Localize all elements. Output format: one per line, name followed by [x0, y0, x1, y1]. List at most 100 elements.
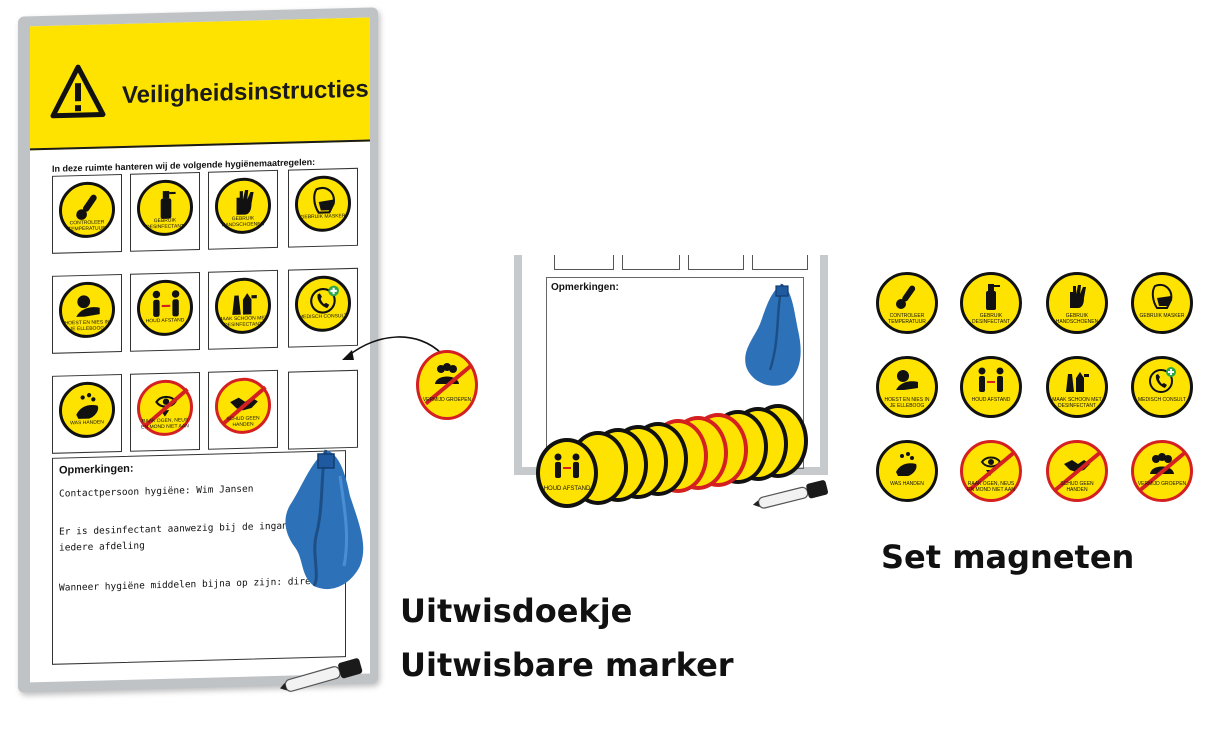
- sign-disc: CONTROLEER TEMPERATUUR: [59, 181, 115, 239]
- marker-icon: [752, 480, 828, 509]
- note-line: Contactpersoon hygiëne: Wim Jansen: [59, 483, 254, 500]
- sign-tile: MEDISCH CONSULT: [288, 267, 358, 348]
- sign-label: GEBRUIK HANDSCHOENEN: [221, 215, 265, 229]
- slot-box: [688, 255, 744, 270]
- sign-disc: RAAK OGEN, NEUS EN MOND NIET AAN: [137, 379, 193, 437]
- medical-phone-icon: [1149, 367, 1176, 393]
- sign-label: MEDISCH CONSULT: [299, 313, 347, 321]
- distance-icon: [978, 367, 1004, 392]
- sign-tile: GEBRUIK DESINFECTANT: [130, 171, 200, 252]
- spray-bottle-icon: [986, 284, 1000, 310]
- caption-set-magneten: Set magneten: [881, 538, 1135, 576]
- sign-disc: MEDISCH CONSULT: [295, 274, 351, 333]
- loose-magnet-vermijd-groepen: VERMIJD GROEPEN: [416, 350, 478, 420]
- board-title: Veiligheidsinstructies: [122, 75, 369, 109]
- sign-tile: MAAK SCHOON MET DESINFECTANT: [208, 269, 278, 350]
- caption-uitwisdoekje: Uitwisdoekje: [400, 592, 633, 630]
- magnet: GEBRUIK DESINFECTANT: [960, 272, 1022, 334]
- magnet-label: HOUD AFSTAND: [543, 486, 591, 492]
- empty-sign-slot: [288, 369, 358, 450]
- sign-tile: SCHUD GEEN HANDEN: [208, 369, 278, 450]
- magnet-label: CONTROLEER TEMPERATUUR: [888, 313, 926, 325]
- thermometer-icon: [76, 194, 97, 220]
- magnet-label: WAS HANDEN: [890, 481, 924, 487]
- sign-disc: GEBRUIK HANDSCHOENEN: [215, 177, 271, 235]
- note-line: iedere afdeling: [59, 540, 145, 554]
- magnet: WAS HANDEN: [876, 440, 938, 502]
- magnet-label: VERMIJD GROEPEN: [1137, 481, 1187, 487]
- spray-bottle-icon: [160, 190, 176, 219]
- cleaning-icon: [1066, 372, 1089, 392]
- sign-disc: MAAK SCHOON MET DESINFECTANT: [215, 277, 271, 335]
- slot-box: [752, 255, 808, 270]
- sign-grid: CONTROLEER TEMPERATUUR GEBRUIK DESINFECTA…: [30, 17, 370, 454]
- hand-wash-icon: [76, 393, 99, 419]
- medical-phone-icon: [310, 285, 339, 314]
- magnet: HOUD AFSTAND: [960, 356, 1022, 418]
- sign-label: HOUD AFSTAND: [145, 317, 185, 325]
- cough-elbow-icon: [76, 295, 100, 317]
- magnet: GEBRUIK HANDSCHOENEN: [1046, 272, 1108, 334]
- sign-tile: CONTROLEER TEMPERATUUR: [52, 173, 122, 254]
- wipe-cloth-icon: [745, 283, 801, 386]
- sign-tile: RAAK OGEN, NEUS EN MOND NIET AAN: [130, 371, 200, 452]
- magnet-label: RAAK OGEN, NEUS EN MOND NIET AAN: [967, 481, 1015, 493]
- sign-tile: HOUD AFSTAND: [130, 271, 200, 352]
- wipe-cloth-icon: [285, 449, 364, 590]
- sign-label: GEBRUIK DESINFECTANT: [146, 217, 184, 231]
- magnet-label: HOUD AFSTAND: [971, 397, 1011, 403]
- main-whiteboard: Veiligheidsinstructies In deze ruimte ha…: [18, 7, 378, 693]
- whiteboard-surface: Veiligheidsinstructies In deze ruimte ha…: [30, 17, 370, 683]
- sign-label: RAAK OGEN, NEUS EN MOND NIET AAN: [141, 417, 189, 431]
- front-magnet-houd-afstand: HOUD AFSTAND: [536, 438, 598, 508]
- magnet: GEBRUIK MASKER: [1131, 272, 1193, 334]
- face-mask-icon: [313, 187, 335, 214]
- sign-label: HOEST EN NIES IN JE ELLEBOOG: [64, 319, 110, 333]
- sign-disc: HOEST EN NIES IN JE ELLEBOOG: [59, 281, 115, 339]
- cleaning-icon: [232, 293, 257, 315]
- thermometer-icon: [896, 285, 916, 309]
- sign-disc: HOUD AFSTAND: [137, 279, 193, 337]
- magnet: RAAK OGEN, NEUS EN MOND NIET AAN: [960, 440, 1022, 502]
- magnet: CONTROLEER TEMPERATUUR: [876, 272, 938, 334]
- magnet-label: VERMIJD GROEPEN: [422, 397, 472, 403]
- sign-disc: GEBRUIK MASKER: [295, 174, 351, 233]
- sign-label: SCHUD GEEN HANDEN: [226, 415, 260, 429]
- caption-uitwisbare-marker: Uitwisbare marker: [400, 646, 734, 684]
- magnet: HOEST EN NIES IN JE ELLEBOOG: [876, 356, 938, 418]
- magnet-label: GEBRUIK MASKER: [1139, 313, 1185, 319]
- notes-title: Opmerkingen:: [59, 462, 134, 477]
- magnet: MAAK SCHOON MET DESINFECTANT: [1046, 356, 1108, 418]
- magnet: VERMIJD GROEPEN: [1131, 440, 1193, 502]
- sign-label: MAAK SCHOON MET DESINFECTANT: [218, 315, 268, 329]
- sign-disc: GEBRUIK DESINFECTANT: [137, 179, 193, 237]
- hand-wash-icon: [896, 452, 917, 476]
- magnet: SCHUD GEEN HANDEN: [1046, 440, 1108, 502]
- sign-disc: SCHUD GEEN HANDEN: [215, 377, 271, 435]
- magnet-label: SCHUD GEEN HANDEN: [1060, 481, 1094, 493]
- slot-box: [622, 255, 680, 270]
- sign-tile: GEBRUIK HANDSCHOENEN: [208, 169, 278, 250]
- magnet-label: MAAK SCHOON MET DESINFECTANT: [1052, 397, 1102, 409]
- magnet-label: GEBRUIK DESINFECTANT: [972, 313, 1010, 325]
- sign-label: CONTROLEER TEMPERATUUR: [68, 219, 106, 233]
- cough-elbow-icon: [896, 370, 918, 390]
- title-banner: Veiligheidsinstructies: [30, 17, 370, 151]
- distance-icon: [152, 290, 180, 317]
- glove-icon: [1070, 285, 1086, 308]
- sign-tile: HOEST EN NIES IN JE ELLEBOOG: [52, 273, 122, 354]
- zoomed-notes-title: Opmerkingen:: [551, 282, 619, 293]
- glove-icon: [236, 189, 254, 215]
- magnet-label: HOEST EN NIES IN JE ELLEBOOG: [884, 397, 930, 409]
- distance-icon: [554, 453, 580, 478]
- slot-box: [554, 255, 614, 270]
- sign-disc: WAS HANDEN: [59, 381, 115, 439]
- sign-label: GEBRUIK MASKER: [300, 213, 346, 221]
- placement-arrow-icon: [342, 336, 443, 360]
- sign-tile: GEBRUIK MASKER: [288, 167, 358, 248]
- magnet-label: GEBRUIK HANDSCHOENEN: [1055, 313, 1099, 325]
- magnet-label: MEDISCH CONSULT: [1138, 397, 1186, 403]
- warning-triangle-icon: [50, 64, 106, 119]
- face-mask-icon: [1151, 284, 1173, 309]
- sign-label: WAS HANDEN: [70, 419, 104, 427]
